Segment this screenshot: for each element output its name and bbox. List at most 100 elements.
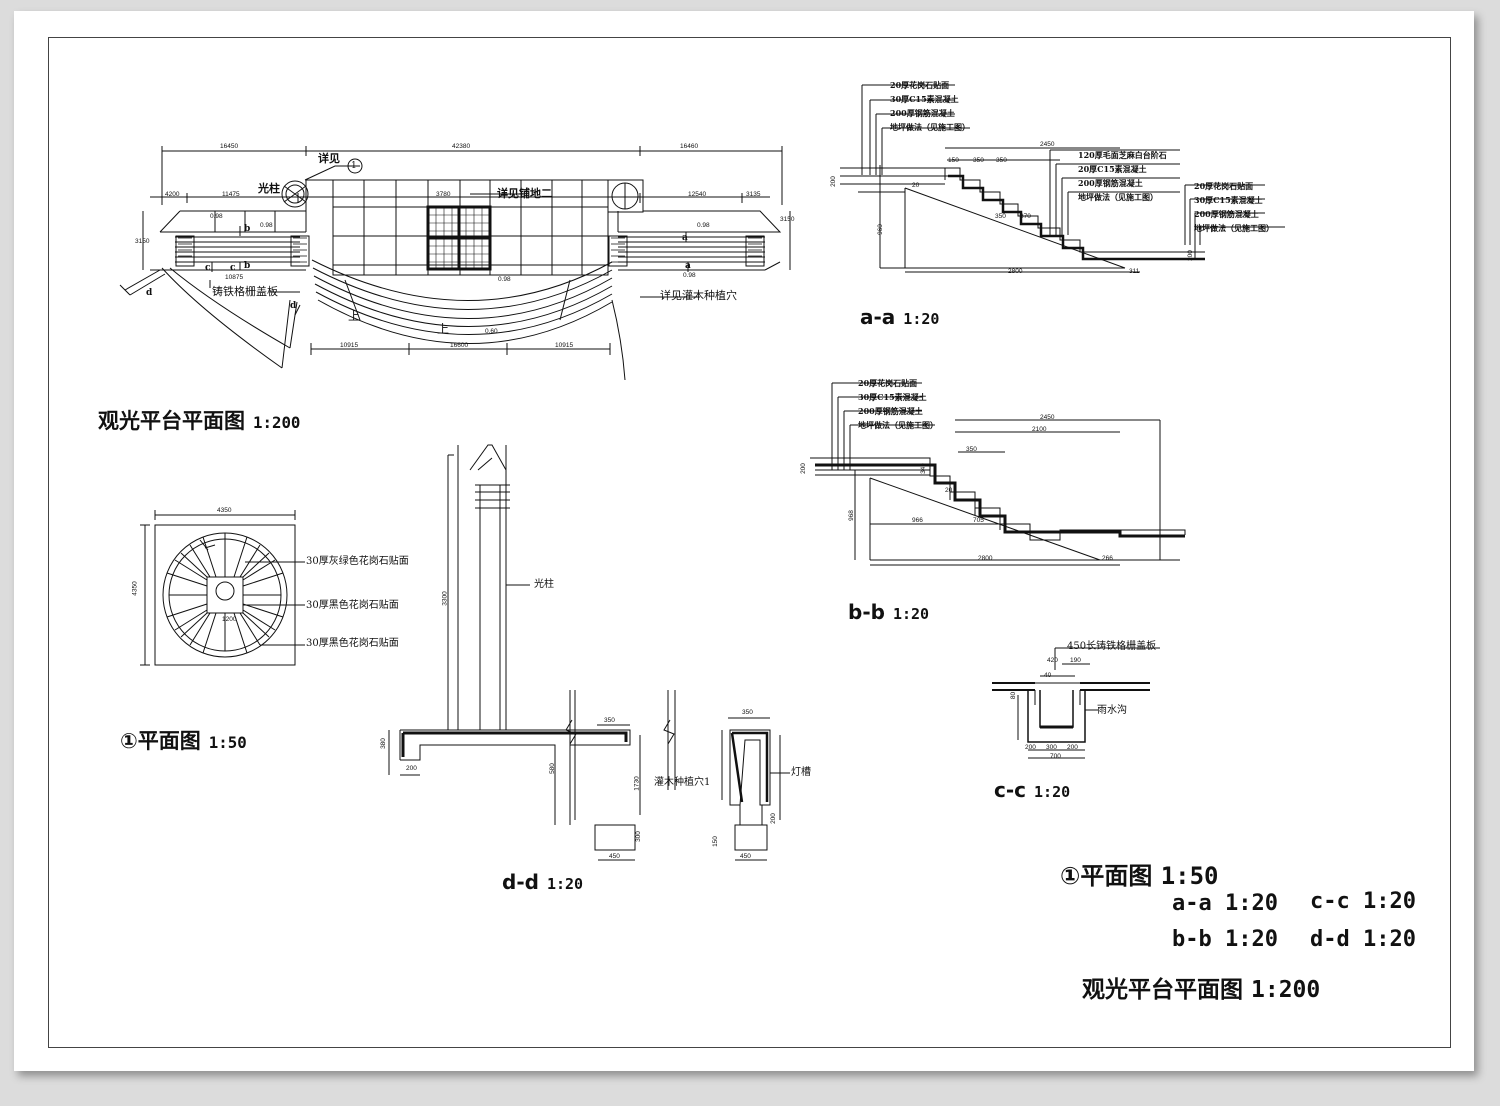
detail1-circle-icon: ① [120, 729, 138, 753]
aa-dim: 350 [973, 157, 984, 164]
aa-note-left: 30厚C15素混凝土 [890, 94, 959, 104]
dd-dim: 200 [406, 765, 417, 772]
dd-dim: 150 [711, 836, 719, 847]
cc-dim: 190 [1070, 657, 1081, 664]
aa-note-right: 20厚花岗石贴面 [1194, 181, 1254, 191]
detail1-note: 30厚灰绿色花岗石贴面 [306, 556, 409, 567]
bb-note: 200厚钢筋混凝土 [858, 406, 923, 416]
cc-note-drain: 雨水沟 [1097, 705, 1127, 716]
aa-note-mid: 120厚毛面芝麻白台阶石 [1078, 150, 1167, 160]
dd-dim: 450 [740, 853, 751, 860]
bb-drawing [810, 382, 1186, 566]
plan-dim: 10875 [225, 274, 244, 281]
bb-note: 30厚C15素混凝土 [858, 392, 927, 402]
plan-dim: 10915 [555, 342, 574, 349]
plan-dim: 16460 [680, 143, 699, 150]
detail1-title-text: 平面图 [137, 729, 201, 753]
dd-dim: 350 [604, 717, 615, 724]
dd-note-light-column: 光柱 [534, 579, 554, 590]
plan-section-mark: c [230, 263, 236, 273]
plan-dim: 10915 [340, 342, 359, 349]
plan-elevation: 0.98 [697, 222, 710, 229]
detail1-dim: 1200 [222, 616, 237, 623]
dd-title-text: d-d [502, 870, 539, 894]
dd-dim: 350 [742, 709, 753, 716]
plan-section-mark: a [682, 233, 688, 243]
plan-callout-shrub: 详见灌木种植穴 [660, 289, 737, 302]
dd-drawing [388, 444, 790, 861]
cc-dim: 200 [1067, 744, 1078, 751]
aa-drawing [840, 84, 1285, 273]
detail1-drawing [140, 510, 305, 666]
plan-elevation: 0.98 [683, 272, 696, 279]
aa-note-right: 200厚钢筋混凝土 [1194, 209, 1259, 219]
cc-drawing [992, 647, 1160, 759]
aa-note-right: 30厚C15素混凝土 [1194, 195, 1263, 205]
detail1-scale: 1:50 [208, 733, 247, 752]
legend-bb: b-b 1:20 [1172, 927, 1278, 952]
legend-plan: 观光平台平面图 1:200 [1082, 970, 1320, 1004]
dd-dim: 380 [379, 738, 387, 749]
plan-title-text: 观光平台平面图 [98, 409, 245, 433]
plan-scale: 1:200 [253, 413, 301, 432]
aa-dim: 350 [996, 157, 1007, 164]
legend-detail1-title: 平面图 [1080, 862, 1153, 890]
plan-circle-ref: 1 [351, 161, 357, 171]
bb-dim: 266 [1102, 555, 1113, 562]
aa-dim: 960 [876, 224, 884, 235]
aa-dim: 200 [829, 176, 837, 187]
plan-section-mark: c [205, 263, 211, 273]
plan-dim: 42380 [452, 143, 471, 150]
plan-callout-paving: 详见铺地二 [497, 187, 552, 200]
cc-dim: 200 [1025, 744, 1036, 751]
plan-section-mark: a [685, 261, 691, 271]
plan-section-mark: d [290, 301, 297, 311]
plan-callout-light-column: 光柱 [258, 182, 280, 195]
legend-detail1: ①平面图 1:50 [1060, 856, 1218, 891]
aa-note-mid: 200厚钢筋混凝土 [1078, 178, 1143, 188]
aa-dim: 200 [1186, 250, 1194, 261]
plan-section-mark: d [146, 288, 153, 298]
aa-note-mid: 20厚C15素混凝土 [1078, 164, 1147, 174]
legend-plan-title: 观光平台平面图 [1082, 977, 1243, 1003]
plan-dim: 4200 [165, 191, 180, 198]
drawing-sheet [14, 11, 1474, 1071]
bb-title-text: b-b [848, 600, 885, 624]
aa-dim: 311 [1129, 268, 1140, 275]
bb-dim: 350 [966, 446, 977, 453]
dd-dim: 3300 [441, 591, 449, 606]
cc-dim: 700 [1050, 753, 1061, 760]
cc-dim: 300 [1046, 744, 1057, 751]
detail1-title: ①平面图 1:50 [120, 725, 247, 755]
plan-up-mark: 上 [348, 309, 361, 323]
plan-elevation: 0.98 [498, 276, 511, 283]
plan-elevation: 0.98 [260, 222, 273, 229]
bb-dim: 340 [919, 463, 927, 474]
aa-dim: 150 [948, 157, 959, 164]
bb-dim: 966 [912, 517, 923, 524]
plan-up-mark: 上 [437, 322, 450, 336]
cc-dim: 420 [1047, 657, 1058, 664]
aa-dim: 350 [995, 213, 1006, 220]
dd-title: d-d 1:20 [502, 870, 583, 894]
plan-dim: 16450 [220, 143, 239, 150]
plan-dim: 12540 [688, 191, 707, 198]
bb-note: 20厚花岗石贴面 [858, 378, 918, 388]
detail1-dim: 4350 [131, 581, 139, 596]
dd-scale: 1:20 [546, 875, 584, 893]
bb-dim: 2450 [1040, 414, 1055, 421]
cc-dim: 40 [1044, 672, 1052, 679]
dd-dim: 200 [769, 813, 777, 824]
dd-dim: 450 [609, 853, 620, 860]
dd-dim: 1730 [633, 776, 641, 791]
aa-title-text: a-a [860, 305, 896, 329]
aa-dim: 370 [1020, 213, 1031, 220]
plan-dim: 3150 [135, 238, 150, 245]
aa-dim: 20 [912, 182, 920, 189]
aa-note-left: 200厚钢筋混凝土 [890, 108, 955, 118]
cc-scale: 1:20 [1034, 783, 1071, 801]
